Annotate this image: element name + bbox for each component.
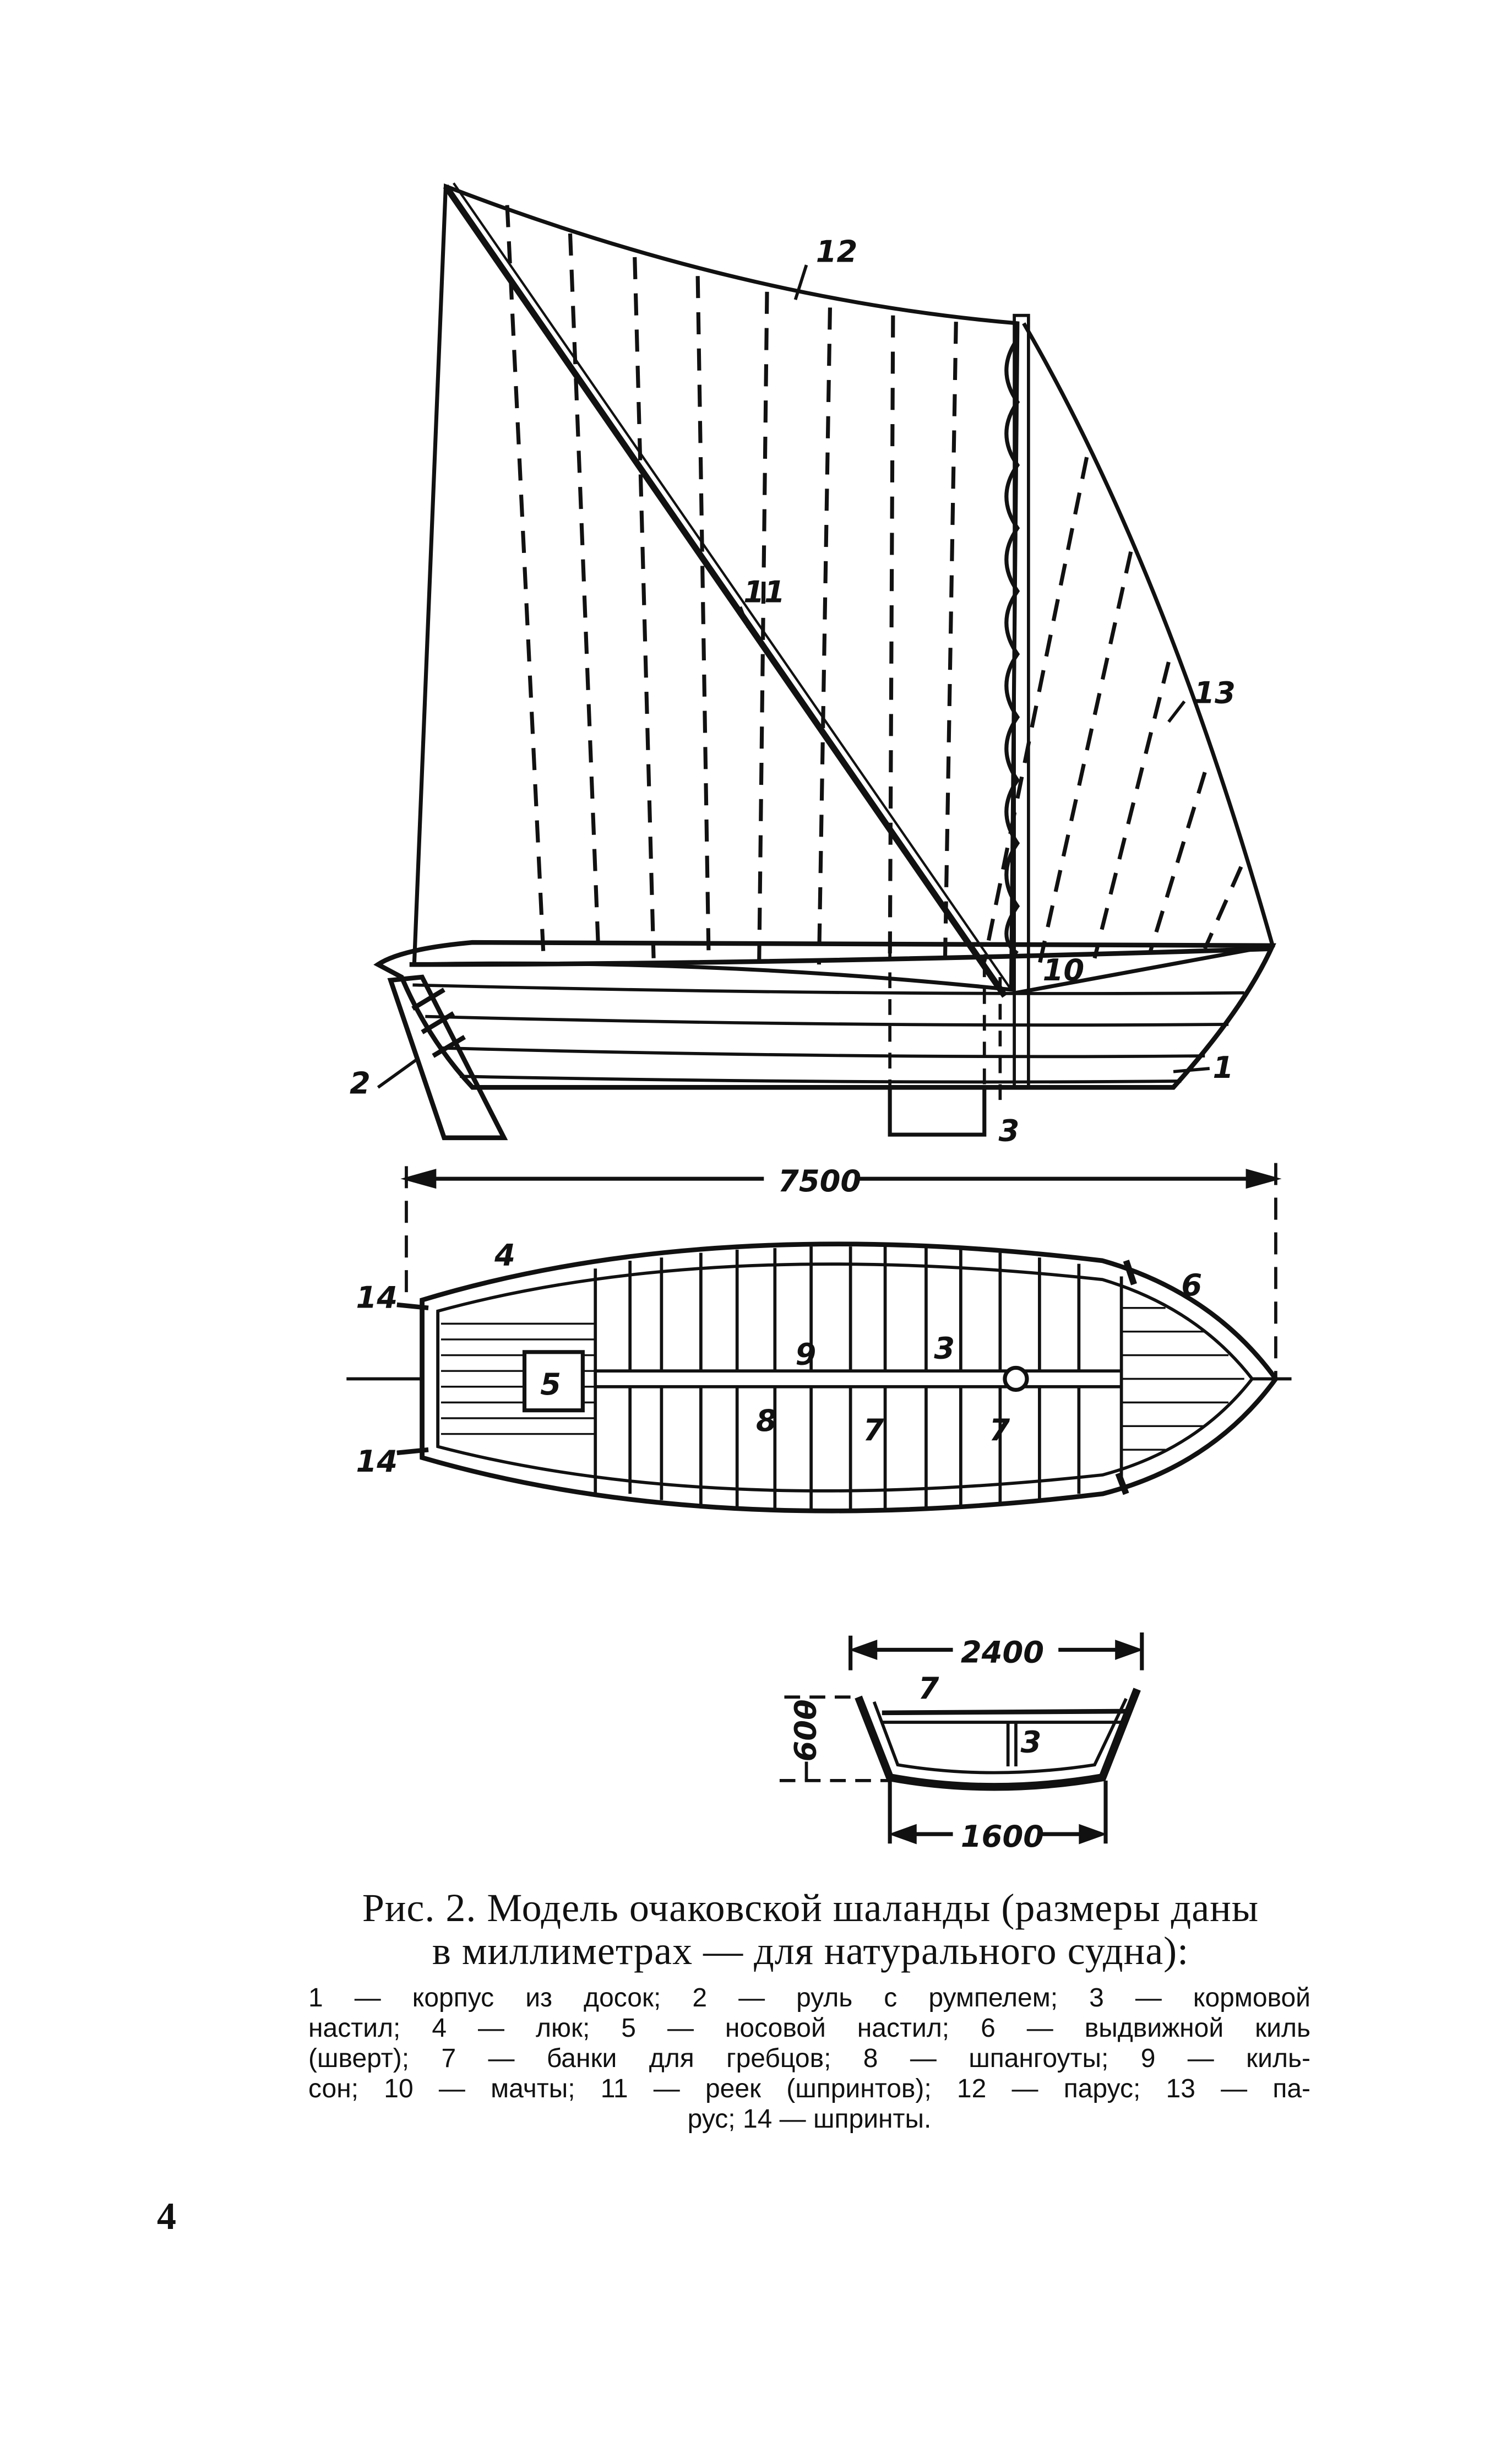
label-12: 12 <box>816 234 858 269</box>
side-view: 12 11 13 10 1 2 3 <box>350 182 1276 1148</box>
label-10: 10 <box>1043 953 1085 988</box>
legend-line: сон; 10 — мачты; 11 — реек (шпринтов); 1… <box>308 2074 1310 2103</box>
label-11: 11 <box>743 574 785 609</box>
dimension-1600: 1600 <box>961 1819 1044 1854</box>
legend-line: рус; 14 — шпринты. <box>687 2104 932 2134</box>
dimension-2400: 2400 <box>961 1635 1044 1669</box>
dimension-600: 600 <box>788 1699 823 1761</box>
label-plan-4: 4 <box>494 1238 515 1273</box>
mast-lacing <box>1004 338 1020 956</box>
dimension-7500: 7500 <box>778 1164 861 1198</box>
legend-line: (шверт); 7 — банки для гребцов; 8 — шпан… <box>308 2044 1310 2073</box>
keelson-9 <box>594 1369 1123 1388</box>
label-plan-3: 3 <box>934 1331 955 1365</box>
label-plan-14-bottom: 14 <box>356 1444 398 1479</box>
jib-sail-13 <box>1015 322 1275 995</box>
rudder-2 <box>387 974 508 1141</box>
caption-title-line: в миллиметрах — для натурального судна): <box>432 1929 1189 1973</box>
page-number: 4 <box>157 2195 176 2238</box>
label-plan-8: 8 <box>756 1403 777 1438</box>
label-1: 1 <box>1213 1050 1234 1085</box>
cross-section: 2400 7 3 600 1600 <box>779 1632 1144 1854</box>
label-2: 2 <box>350 1066 371 1101</box>
sail-dashes <box>505 205 958 965</box>
label-plan-6: 6 <box>1181 1268 1202 1303</box>
label-plan-5: 5 <box>540 1367 561 1402</box>
legend-line: настил; 4 — люк; 5 — носовой настил; 6 —… <box>308 2014 1310 2043</box>
label-13: 13 <box>1194 675 1236 710</box>
label-plan-14-top: 14 <box>356 1281 398 1315</box>
legend-line: 1 — корпус из досок; 2 — руль с румпелем… <box>308 1983 1310 2013</box>
plan-view: 14 14 4 5 6 9 3 8 7 7 <box>346 1238 1292 1514</box>
label-section-7: 7 <box>918 1671 939 1706</box>
label-plan-7b: 7 <box>989 1413 1010 1447</box>
label-section-3: 3 <box>1021 1724 1042 1759</box>
figure-caption-title: Рис. 2. Модель очаковской шаланды (разме… <box>315 1886 1306 1972</box>
label-3: 3 <box>999 1114 1020 1148</box>
caption-title-line: Рис. 2. Модель очаковской шаланды (разме… <box>362 1886 1259 1930</box>
section-hull <box>855 1688 1141 1791</box>
keel-3 <box>888 1085 987 1137</box>
hatch-5 <box>522 1350 585 1413</box>
figure-legend: 1 — корпус из досок; 2 — руль с румпелем… <box>308 1983 1310 2134</box>
length-dimension: 7500 <box>400 1163 1282 1379</box>
label-plan-9: 9 <box>796 1337 817 1372</box>
sprit-11 <box>443 184 1008 998</box>
label-plan-7a: 7 <box>863 1413 884 1447</box>
